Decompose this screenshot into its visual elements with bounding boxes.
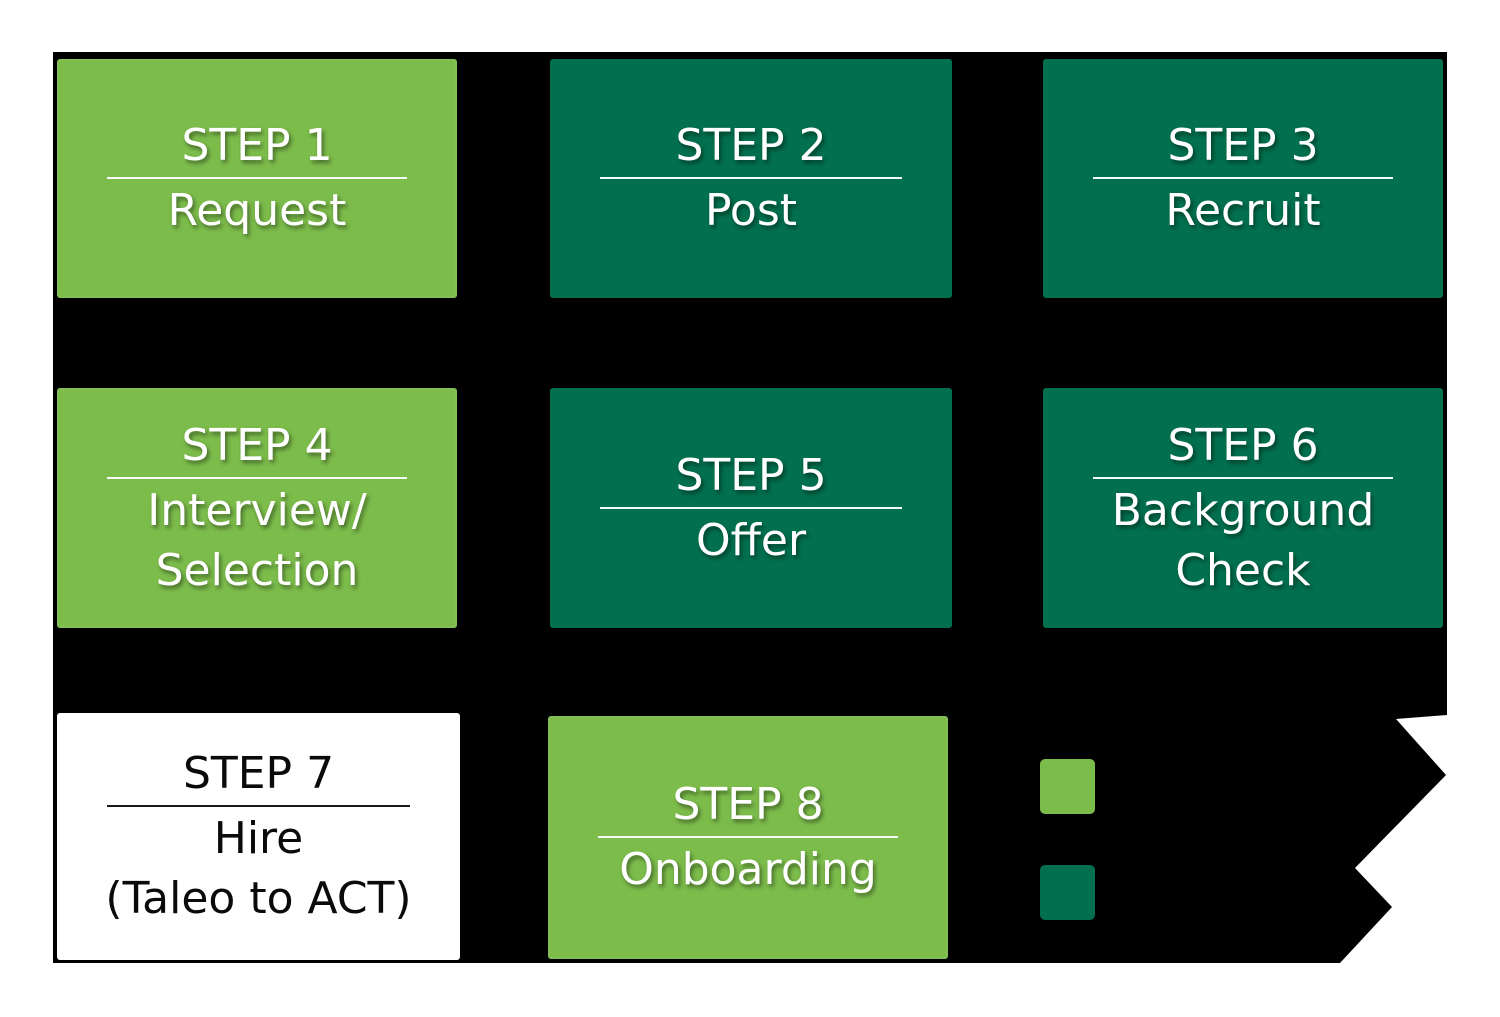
step-2-title: STEP 2 [675,120,827,171]
step-3-title: STEP 3 [1167,120,1319,171]
step-2-label: Post [704,185,798,236]
step-7-box: STEP 7 Hire (Taleo to ACT) [57,713,460,960]
step-2-box: STEP 2 Post [550,59,952,298]
step-3-label: Recruit [1165,185,1321,236]
step-7-label-line-1: Hire [213,813,304,864]
step-1-title: STEP 1 [181,120,333,171]
step-8-title: STEP 8 [672,779,824,830]
step-5-box: STEP 5 Offer [550,388,952,628]
step-3-box: STEP 3 Recruit [1043,59,1443,298]
step-4-label-line-2: Selection [155,544,359,596]
step-6-box: STEP 6 Background Check [1043,388,1443,628]
step-6-label-line-1: Background [1111,484,1375,536]
step-2-underline [600,177,902,179]
step-7-label-line-2: (Taleo to ACT) [105,873,412,924]
step-8-box: STEP 8 Onboarding [548,716,948,959]
step-4-title: STEP 4 [181,419,333,471]
step-5-title: STEP 5 [675,449,827,501]
step-1-label: Request [167,185,347,236]
legend-light-green-swatch [1040,759,1095,814]
step-4-underline [107,476,407,479]
step-8-underline [598,836,898,838]
step-3-underline [1093,177,1393,179]
legend-dark-green-swatch [1040,865,1095,920]
step-5-label: Offer [695,514,807,566]
step-8-label: Onboarding [619,844,877,895]
step-6-underline [1093,476,1393,479]
step-6-title: STEP 6 [1167,419,1319,471]
step-6-label-line-2: Check [1175,544,1311,596]
step-4-box: STEP 4 Interview/ Selection [57,388,457,628]
step-4-label-line-1: Interview/ [147,484,367,536]
step-1-box: STEP 1 Request [57,59,457,298]
step-1-underline [107,177,407,179]
step-7-underline [107,805,410,807]
step-5-underline [600,506,902,509]
step-7-title: STEP 7 [182,748,335,799]
